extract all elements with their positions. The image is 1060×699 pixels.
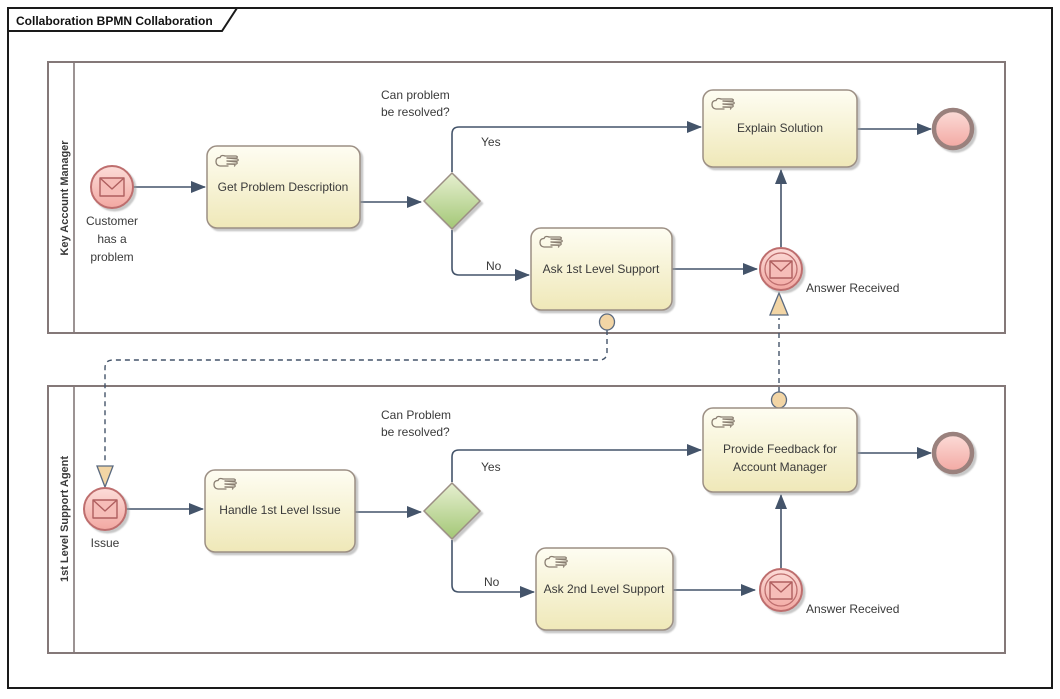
- gateway-question-line2: be resolved?: [381, 425, 450, 439]
- yes-flow-label: Yes: [481, 135, 501, 149]
- task-handle-1st-level-issue[interactable]: Handle 1st Level Issue: [204, 469, 356, 553]
- task-ask-1st-level-support[interactable]: Ask 1st Level Support: [530, 227, 673, 311]
- task-provide-feedback-for-account-manager[interactable]: Provide Feedback for Account Manager: [702, 407, 858, 493]
- envelope-flap-icon: [99, 177, 125, 190]
- task-label: Ask 1st Level Support: [543, 262, 660, 276]
- intermediate-event-answer-received-bottom[interactable]: Answer Received: [759, 568, 899, 616]
- start-event-customer-has-problem[interactable]: Customer has a problem: [86, 165, 138, 264]
- intermediate-event-answer-received-top[interactable]: Answer Received: [759, 247, 899, 295]
- task-label-line1: Provide Feedback for: [723, 442, 837, 456]
- end-event-top[interactable]: [931, 107, 975, 151]
- message-envelope-icon: [99, 177, 125, 197]
- start-event-issue[interactable]: Issue: [83, 487, 127, 550]
- envelope-flap-icon: [769, 260, 793, 272]
- start-event-label: Issue: [91, 536, 120, 550]
- gateway-can-problem-be-resolved-bottom[interactable]: [422, 481, 482, 541]
- flow-gateway-no-to-ask1[interactable]: [451, 230, 530, 281]
- pool-label-first-level-support-agent: 1st Level Support Agent: [59, 456, 71, 582]
- diagram-title-tab: [7, 7, 239, 32]
- flow-gateway-yes-to-provide[interactable]: [451, 444, 702, 482]
- task-label-line2: Account Manager: [733, 460, 827, 474]
- gateway-question-line1: Can problem: [381, 88, 450, 102]
- task-get-problem-description[interactable]: Get Problem Description: [206, 145, 361, 229]
- message-flow-provide-to-answer[interactable]: [769, 291, 789, 409]
- flow-gateway-no-to-ask2[interactable]: [451, 540, 535, 598]
- answer-received-label: Answer Received: [806, 281, 899, 295]
- yes-flow-label: Yes: [481, 460, 501, 474]
- gateway-can-problem-be-resolved[interactable]: [422, 171, 482, 231]
- message-flow-ask1-to-issue[interactable]: [96, 313, 616, 489]
- task-label: Get Problem Description: [218, 180, 349, 194]
- task-explain-solution[interactable]: Explain Solution: [702, 89, 858, 168]
- flow-gateway-yes-to-explain[interactable]: [451, 121, 702, 172]
- no-flow-label: No: [484, 575, 500, 589]
- envelope-flap-icon: [92, 499, 118, 512]
- task-label: Explain Solution: [737, 121, 823, 135]
- message-flow-arrowhead: [769, 291, 789, 316]
- gateway-question-line1: Can Problem: [381, 408, 451, 422]
- gateway-question-line2: be resolved?: [381, 105, 450, 119]
- diagram-frame: [7, 7, 1053, 689]
- task-ask-2nd-level-support[interactable]: Ask 2nd Level Support: [535, 547, 674, 631]
- end-event-bottom[interactable]: [931, 431, 975, 475]
- pool-label-key-account-manager: Key Account Manager: [59, 140, 71, 256]
- message-flow-source-dot: [598, 313, 616, 331]
- start-event-label-line1: Customer: [86, 214, 138, 228]
- start-event-label-line3: problem: [90, 250, 133, 264]
- answer-received-label: Answer Received: [806, 602, 899, 616]
- message-envelope-icon: [92, 499, 118, 519]
- no-flow-label: No: [486, 259, 502, 273]
- message-flow-arrowhead: [96, 465, 114, 489]
- envelope-flap-icon: [769, 581, 793, 593]
- start-event-label-line2: has a: [97, 232, 127, 246]
- task-label: Handle 1st Level Issue: [219, 503, 341, 517]
- diagram-title: Collaboration BPMN Collaboration: [16, 14, 213, 28]
- message-flow-source-dot: [770, 391, 788, 409]
- task-label: Ask 2nd Level Support: [544, 582, 665, 596]
